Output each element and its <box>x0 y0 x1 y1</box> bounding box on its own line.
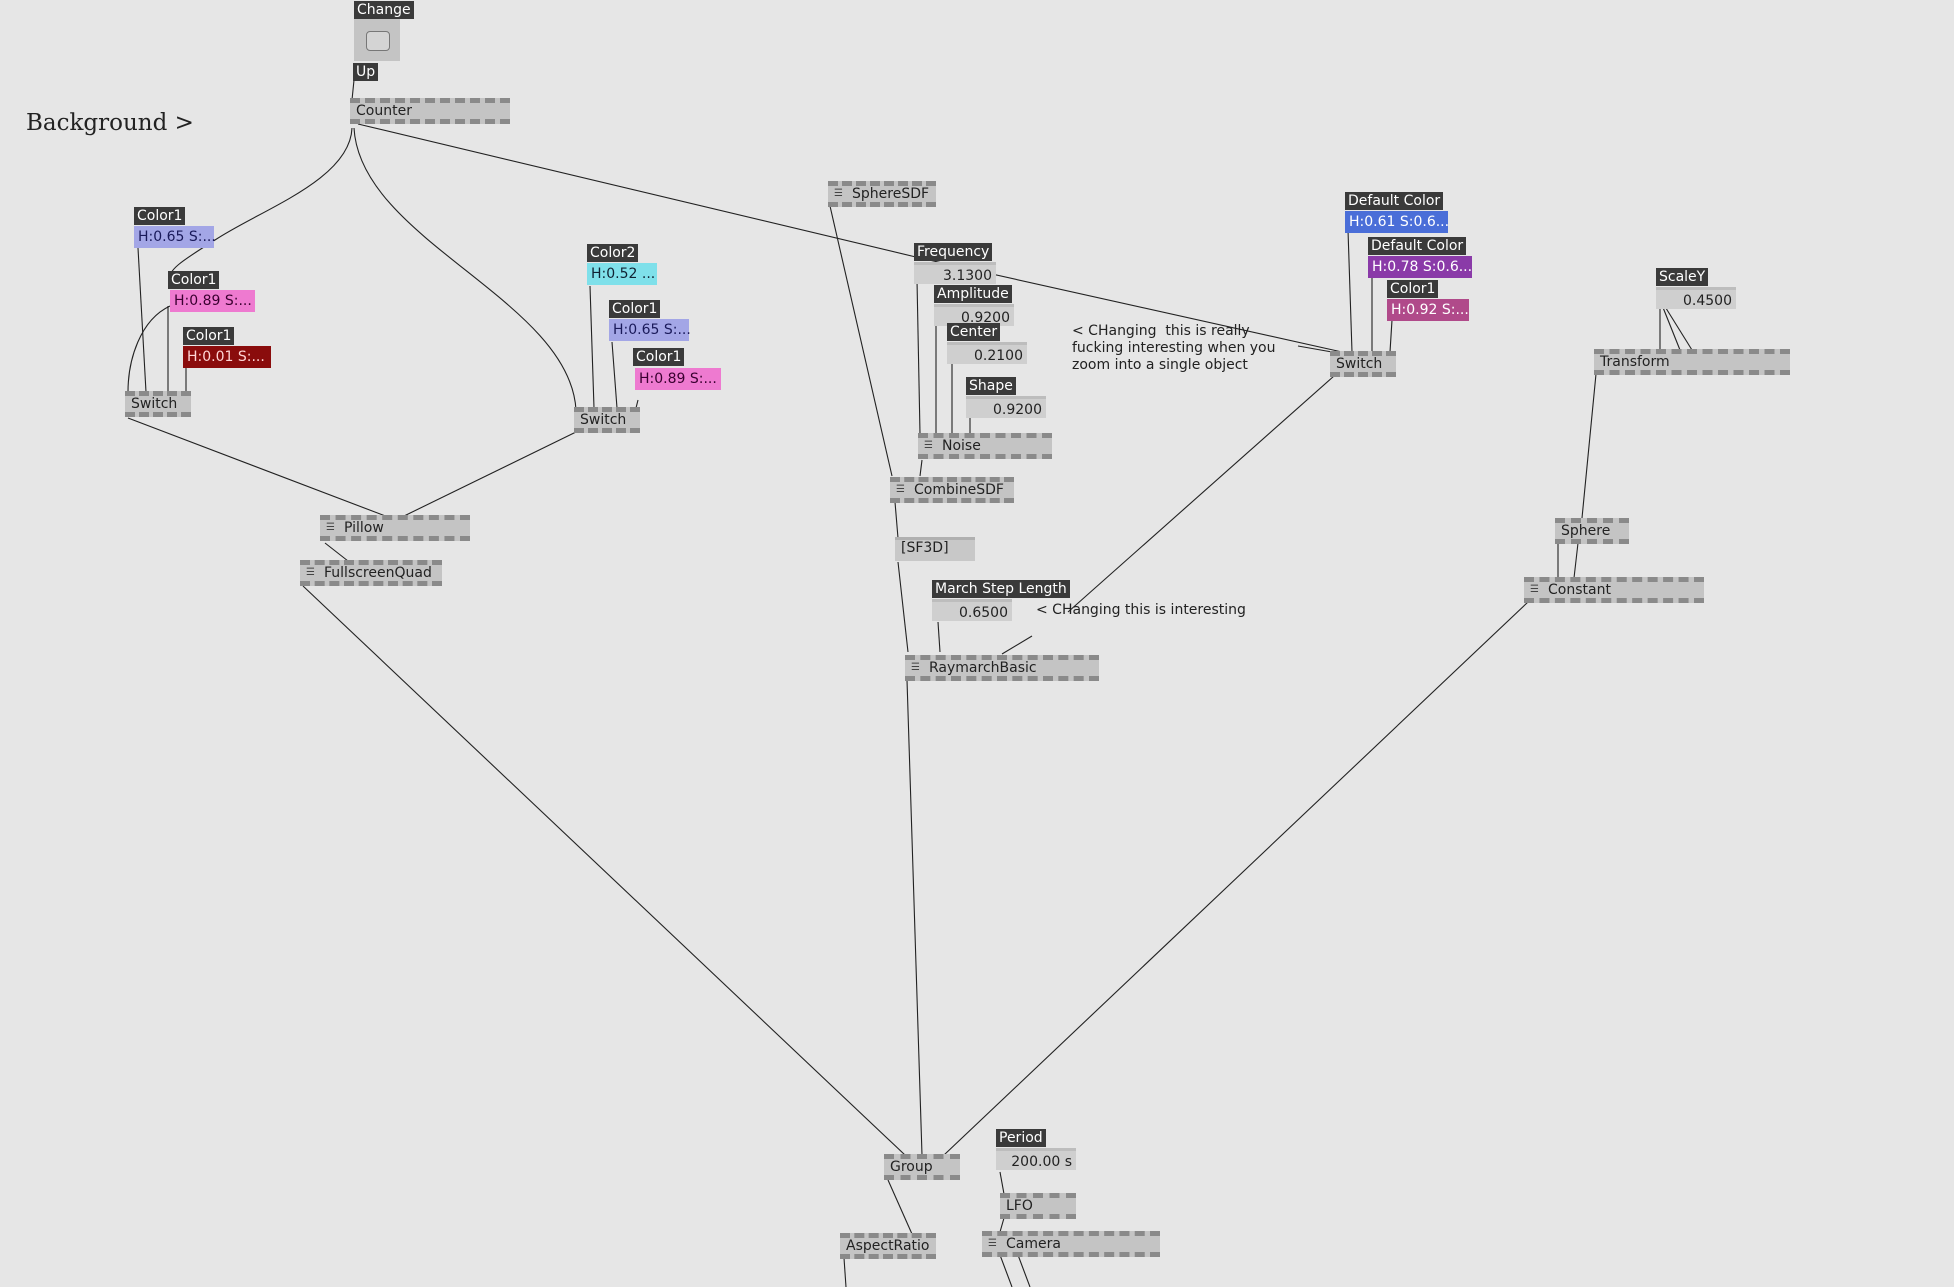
transform-node[interactable]: Transform <box>1594 349 1790 375</box>
left-color1-c-label: Color1 <box>183 327 235 345</box>
period-label: Period <box>996 1129 1046 1147</box>
frequency-label: Frequency <box>914 243 993 261</box>
switch-left-node[interactable]: Switch <box>125 391 191 417</box>
trigger-button[interactable] <box>354 19 400 61</box>
mid-color2-label: Color2 <box>587 244 639 262</box>
shape-label: Shape <box>966 377 1016 395</box>
mid-color2-swatch[interactable]: H:0.52 ... <box>587 263 657 285</box>
amplitude-field[interactable]: 0.9200 <box>934 304 1014 326</box>
left-color1-b-swatch[interactable]: H:0.89 S:... <box>170 290 255 312</box>
noise-node[interactable]: ☰ Noise <box>918 433 1052 459</box>
left-color1-c-swatch[interactable]: H:0.01 S:... <box>183 346 271 368</box>
raymarch-label: RaymarchBasic <box>929 660 1037 676</box>
sphere-node[interactable]: Sphere <box>1555 518 1629 544</box>
right-color1-swatch[interactable]: H:0.92 S:... <box>1387 299 1469 321</box>
fullscreenquad-node[interactable]: ☰ FullscreenQuad <box>300 560 442 586</box>
right-default-a-swatch[interactable]: H:0.61 S:0.6... <box>1345 211 1449 233</box>
switch-mid-node[interactable]: Switch <box>574 407 640 433</box>
lfo-node[interactable]: LFO <box>1000 1193 1076 1219</box>
counter-node[interactable]: Counter <box>350 98 510 124</box>
combinesdf-label: CombineSDF <box>914 482 1004 498</box>
mid-color1-a-label: Color1 <box>609 300 661 318</box>
spheresdf-node[interactable]: ☰ SphereSDF <box>828 181 936 207</box>
op-icon: ☰ <box>834 188 843 199</box>
pillow-node[interactable]: ☰ Pillow <box>320 515 470 541</box>
center-label: Center <box>947 323 1001 341</box>
mid-color1-b-label: Color1 <box>633 348 685 366</box>
left-color1-a-swatch[interactable]: H:0.65 S:... <box>134 226 216 248</box>
noise-comment: < CHanging this is really fucking intere… <box>1072 323 1276 373</box>
up-label: Up <box>353 63 379 81</box>
raymarch-node[interactable]: ☰ RaymarchBasic <box>905 655 1099 681</box>
constant-node[interactable]: ☰ Constant <box>1524 577 1704 603</box>
fullscreenquad-label: FullscreenQuad <box>324 565 432 581</box>
march-step-field[interactable]: 0.6500 <box>932 599 1012 621</box>
constant-label: Constant <box>1548 582 1611 598</box>
scaley-label: ScaleY <box>1656 268 1709 286</box>
aspectratio-node[interactable]: AspectRatio <box>840 1233 936 1259</box>
shape-field[interactable]: 0.9200 <box>966 396 1046 418</box>
left-color1-b-label: Color1 <box>168 271 220 289</box>
switch-right-node[interactable]: Switch <box>1330 351 1396 377</box>
spheresdf-label: SphereSDF <box>852 186 930 202</box>
period-field[interactable]: 200.00 s <box>996 1148 1076 1170</box>
noise-label: Noise <box>942 438 981 454</box>
right-default-a-label: Default Color <box>1345 192 1444 210</box>
op-icon: ☰ <box>924 440 933 451</box>
mid-color1-b-swatch[interactable]: H:0.89 S:... <box>635 368 721 390</box>
group-node[interactable]: Group <box>884 1154 960 1180</box>
list-icon: ☰ <box>1530 584 1539 595</box>
frequency-field[interactable]: 3.1300 <box>914 262 996 284</box>
left-color1-a-label: Color1 <box>134 207 186 225</box>
right-color1-label: Color1 <box>1387 280 1439 298</box>
march-step-label: March Step Length <box>932 580 1070 598</box>
march-comment: < CHanging this is interesting <box>1036 602 1246 618</box>
op-icon: ☰ <box>306 567 315 578</box>
list-icon: ☰ <box>326 522 335 533</box>
op-icon: ☰ <box>911 662 920 673</box>
combinesdf-node[interactable]: ☰ CombineSDF <box>890 477 1014 503</box>
change-label: Change <box>354 1 414 19</box>
camera-node[interactable]: ☰ Camera <box>982 1231 1160 1257</box>
camera-label: Camera <box>1006 1236 1061 1252</box>
amplitude-label: Amplitude <box>934 285 1012 303</box>
scaley-field[interactable]: 0.4500 <box>1656 287 1736 309</box>
mid-color1-a-swatch[interactable]: H:0.65 S:... <box>609 319 691 341</box>
op-icon: ☰ <box>988 1238 997 1249</box>
sf3d-node[interactable]: [SF3D] <box>895 537 975 561</box>
trigger-button-face[interactable] <box>366 31 390 51</box>
right-default-b-swatch[interactable]: H:0.78 S:0.6... <box>1368 256 1472 278</box>
background-title: Background > <box>26 110 194 136</box>
right-default-b-label: Default Color <box>1368 237 1467 255</box>
op-icon: ☰ <box>896 484 905 495</box>
center-field[interactable]: 0.2100 <box>947 342 1027 364</box>
pillow-label: Pillow <box>344 520 384 536</box>
